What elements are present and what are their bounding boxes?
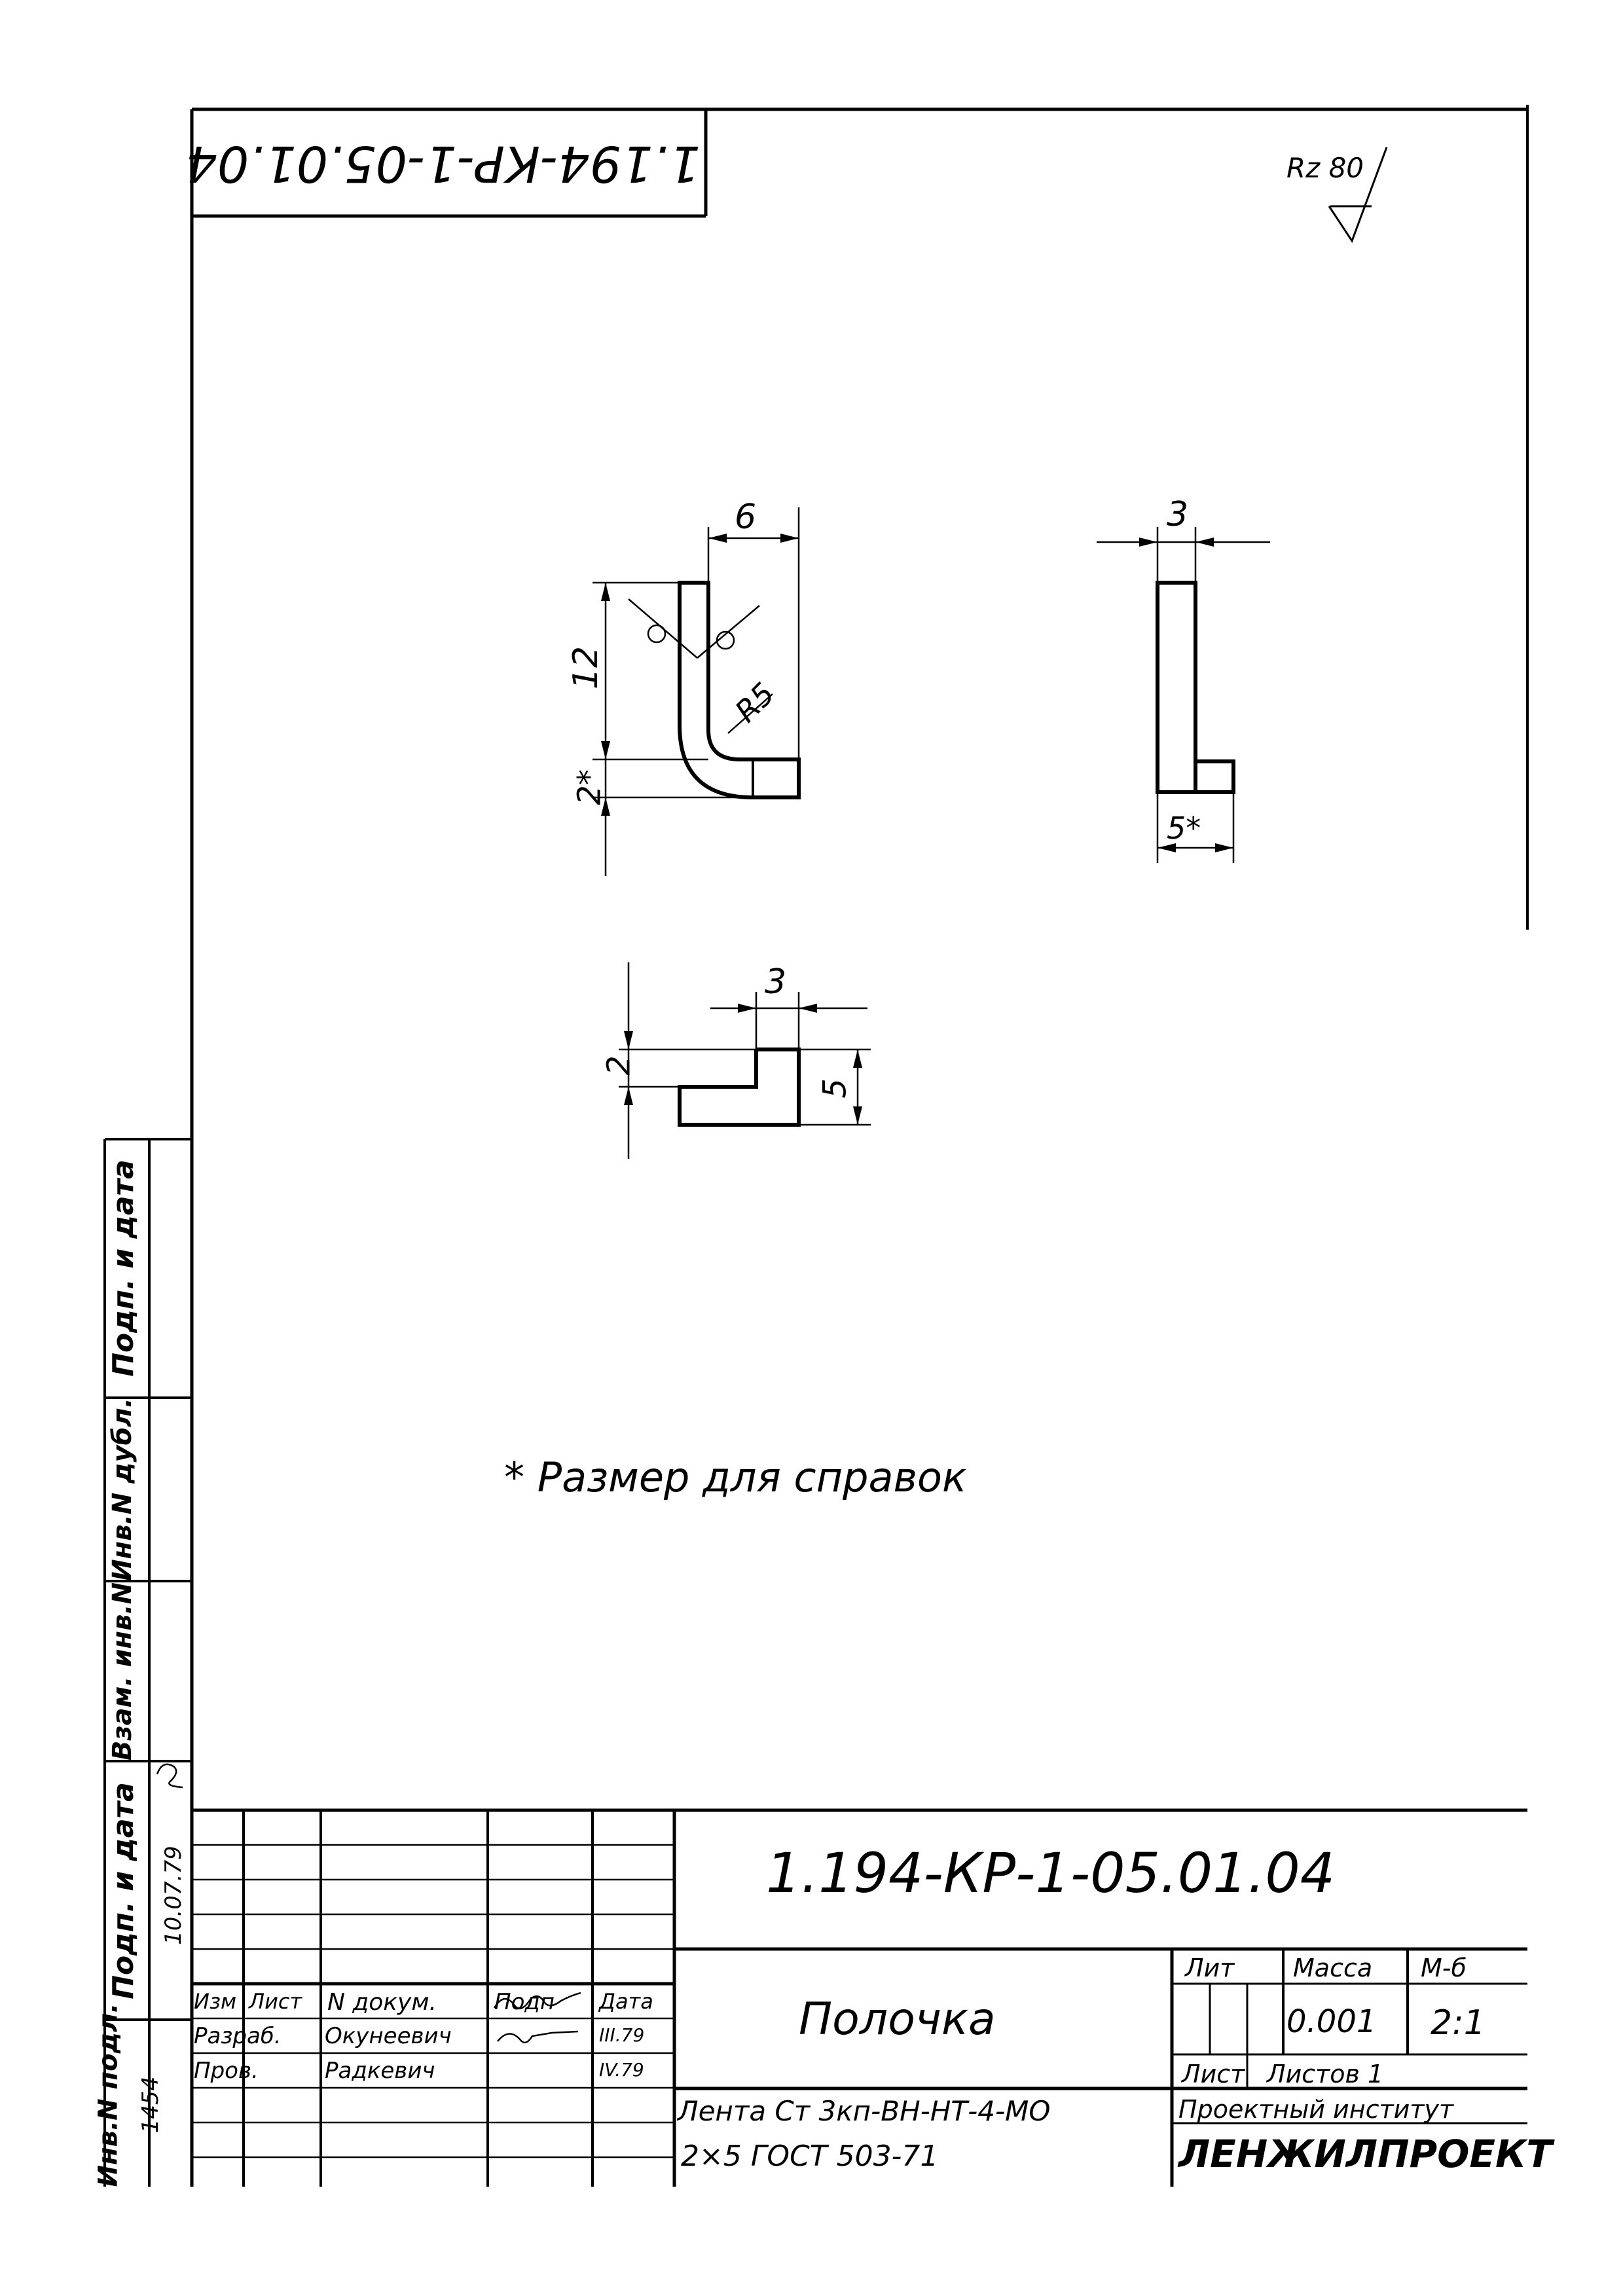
mass-label: Масса	[1293, 1954, 1373, 1982]
stamp-label-sign-date-2: Подп. и дата	[107, 1782, 140, 1999]
dim-5star: 5*	[1167, 811, 1201, 846]
material-line-2: 2×5 ГОСТ 503-71	[681, 2140, 939, 2173]
institute-line-1: Проектный институт	[1178, 2095, 1454, 2124]
stamp-label-vzam-inv: Взам. инв.N	[107, 1582, 137, 1761]
view-plan	[619, 962, 871, 1159]
sheet-label: Лист	[1182, 2060, 1245, 2088]
roughness-symbol	[1328, 147, 1388, 244]
lit-label: Лит	[1185, 1954, 1235, 1982]
dim-5-plan: 5	[816, 1078, 854, 1099]
frame	[190, 105, 1529, 2187]
left-stamp-grid	[103, 1138, 192, 2187]
row-date-prov: IV.79	[599, 2059, 644, 2081]
title-doc-code: 1.194-КР-1-05.01.04	[766, 1841, 1336, 1905]
row-name-prov: Радкевич	[325, 2058, 435, 2084]
material-line-1: Лента Ст 3кп-ВН-НТ-4-МО	[678, 2095, 1051, 2127]
scale-label: М-б	[1421, 1954, 1467, 1982]
signatures	[156, 1763, 581, 2044]
stamp-label-sign-date-1: Подп. и дата	[107, 1159, 140, 1377]
dim-3-plan: 3	[765, 962, 787, 1002]
scale-value: 2:1	[1431, 2003, 1486, 2043]
doc-code-top: 1.194-КР-1-05.01.04	[185, 135, 701, 193]
row-role-prov: Пров.	[194, 2058, 259, 2084]
view-side	[1097, 527, 1270, 863]
reference-note: * Размер для справок	[504, 1453, 967, 1501]
th-izm: Изм	[194, 1989, 237, 2014]
th-list: Лист	[249, 1989, 302, 2014]
stamp-label-inv-dubl: Инв.N дубл.	[107, 1398, 137, 1581]
dim-3-side: 3	[1167, 495, 1189, 534]
stamp-value-inv-no: 1454	[137, 2076, 164, 2134]
row-name-razrab: Окунеевич	[325, 2023, 452, 2049]
title-block-grid	[192, 1808, 1527, 2187]
row-role-razrab: Разраб.	[194, 2023, 282, 2049]
mass-value: 0.001	[1286, 2003, 1377, 2040]
dim-6: 6	[735, 498, 757, 537]
th-data: Дата	[599, 1989, 653, 2014]
row-date-razrab: III.79	[599, 2024, 645, 2046]
th-ndokum: N докум.	[327, 1989, 437, 2016]
institute-line-2: ЛЕНЖИЛПРОЕКТ	[1178, 2132, 1552, 2176]
stamp-label-inv-podl: Инв.N подл.	[93, 2003, 124, 2187]
th-podp: Подп	[494, 1989, 555, 2015]
top-code-box	[192, 109, 708, 218]
roughness-label: Rz 80	[1286, 152, 1364, 184]
stamp-value-sign-date: 10.07.79	[160, 1846, 187, 1945]
view-section-l	[593, 507, 801, 876]
sheets-label: Листов 1	[1267, 2060, 1384, 2088]
dim-2-plan: 2	[600, 1055, 638, 1076]
dim-12: 12	[566, 646, 606, 690]
dim-2star: 2*	[571, 769, 608, 805]
part-name: Полочка	[799, 1994, 996, 2045]
